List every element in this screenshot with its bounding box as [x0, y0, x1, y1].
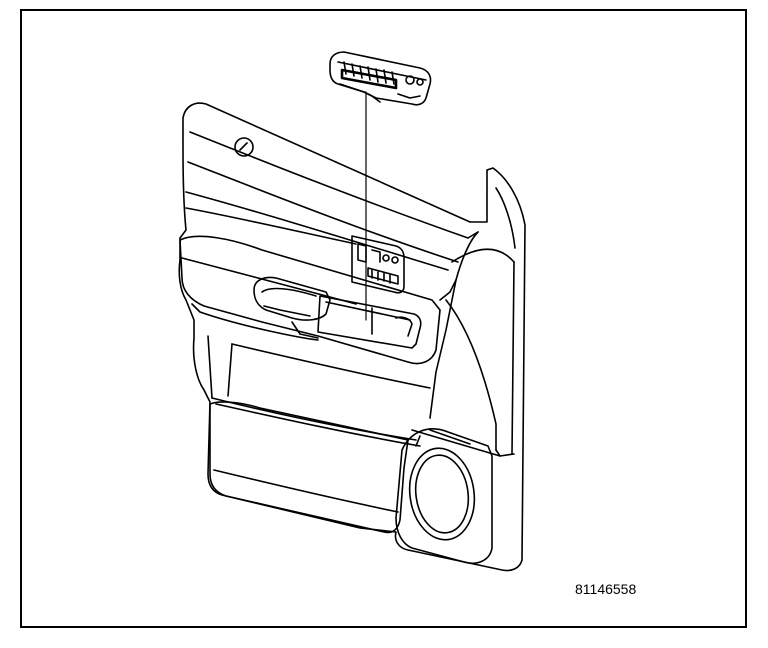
lock-switch-housing	[351, 235, 405, 294]
diagram-frame	[20, 9, 747, 628]
upper-ridge	[189, 131, 479, 239]
figure-id-label: 81146558	[575, 581, 637, 597]
switch-recess	[317, 295, 422, 349]
armrest	[179, 235, 441, 365]
door-panel-outline	[178, 102, 526, 572]
door-pull-cup	[253, 276, 331, 321]
upper-ridge-lower	[187, 161, 459, 263]
trim-plug	[234, 137, 254, 157]
window-switch-assembly	[329, 51, 432, 106]
map-pocket	[209, 401, 409, 534]
speaker-surround	[395, 428, 493, 564]
speaker-grille	[408, 447, 476, 541]
pillar-inner	[429, 231, 479, 419]
